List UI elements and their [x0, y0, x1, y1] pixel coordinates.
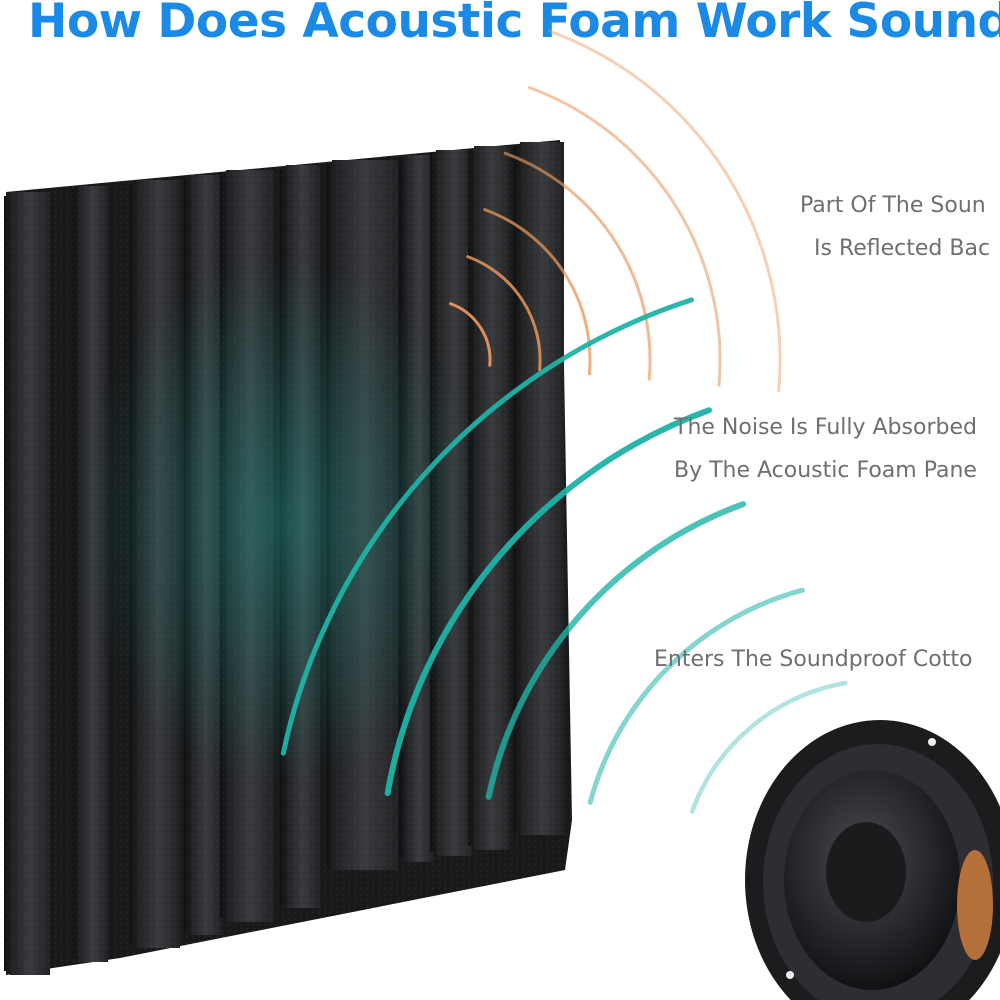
incoming-wave-arc [485, 501, 747, 800]
foam-glow [80, 260, 480, 780]
label-absorbed-line2: By The Acoustic Foam Pane [674, 458, 977, 483]
speaker-screw [786, 971, 794, 979]
incoming-waves [280, 297, 848, 814]
label-enters-line1: Enters The Soundproof Cotto [654, 647, 973, 672]
speaker-dust-cap [826, 822, 906, 922]
incoming-wave-arc [384, 407, 712, 797]
reflected-wave-arc [527, 86, 722, 387]
reflected-wave-arc [548, 29, 782, 392]
incoming-wave-arc [587, 587, 805, 805]
label-reflected: Part Of The Soun Is Reflected Bac [800, 184, 990, 270]
incoming-wave-arc [689, 680, 848, 814]
reflected-wave-arc [466, 255, 542, 372]
speaker-screw [928, 738, 936, 746]
incoming-wave-arc [280, 297, 694, 756]
foam-panel [4, 140, 572, 975]
speaker-icon [745, 720, 1000, 1000]
label-enters: Enters The Soundproof Cotto [654, 638, 972, 681]
label-reflected-line2: Is Reflected Bac [814, 236, 991, 261]
speaker-copper [957, 850, 993, 960]
reflected-wave-arc [503, 151, 652, 381]
reflected-wave-arc [449, 302, 492, 367]
page-title: How Does Acoustic Foam Work Sound? [28, 0, 1000, 49]
label-absorbed: The Noise Is Fully Absorbed By The Acous… [674, 406, 977, 492]
label-reflected-line1: Part Of The Soun [800, 193, 986, 218]
label-absorbed-line1: The Noise Is Fully Absorbed [674, 415, 977, 440]
